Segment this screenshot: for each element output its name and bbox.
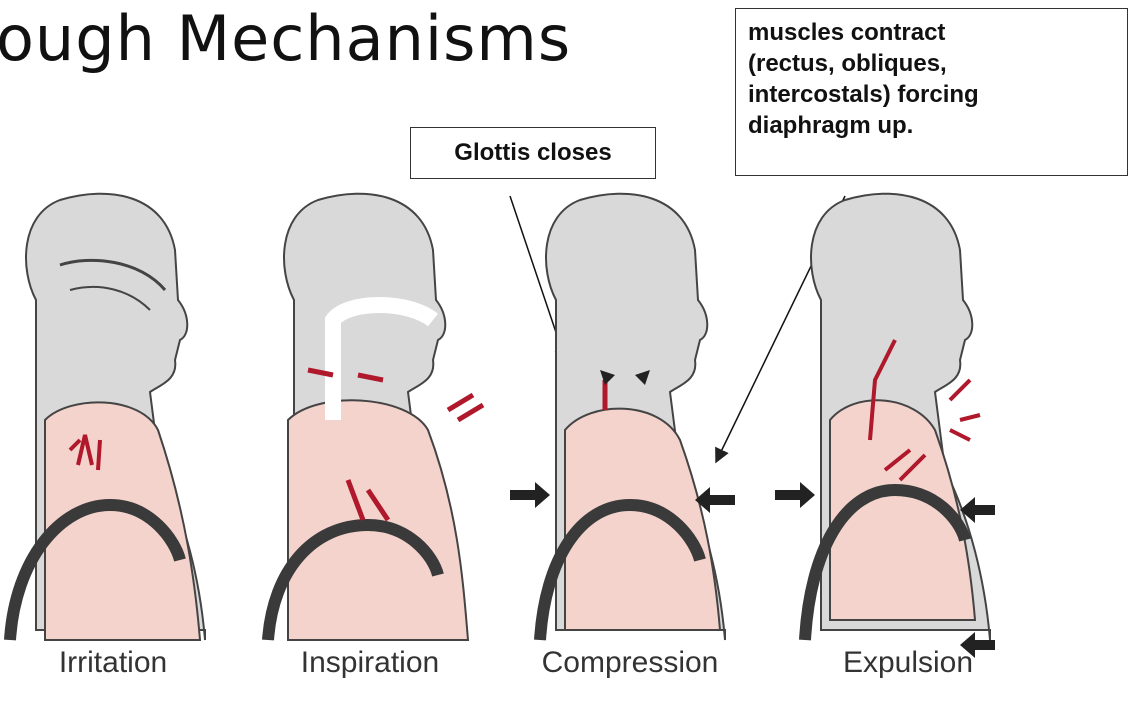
- figure-expulsion: [775, 194, 995, 658]
- stage-label-irritation: Irritation: [3, 646, 223, 680]
- stage-label-inspiration: Inspiration: [260, 646, 480, 680]
- stage-label-compression: Compression: [520, 646, 740, 680]
- figure-compression: [510, 194, 735, 640]
- stage-label-expulsion: Expulsion: [798, 646, 1018, 680]
- figure-inspiration: [268, 194, 483, 640]
- figure-irritation: [10, 194, 205, 640]
